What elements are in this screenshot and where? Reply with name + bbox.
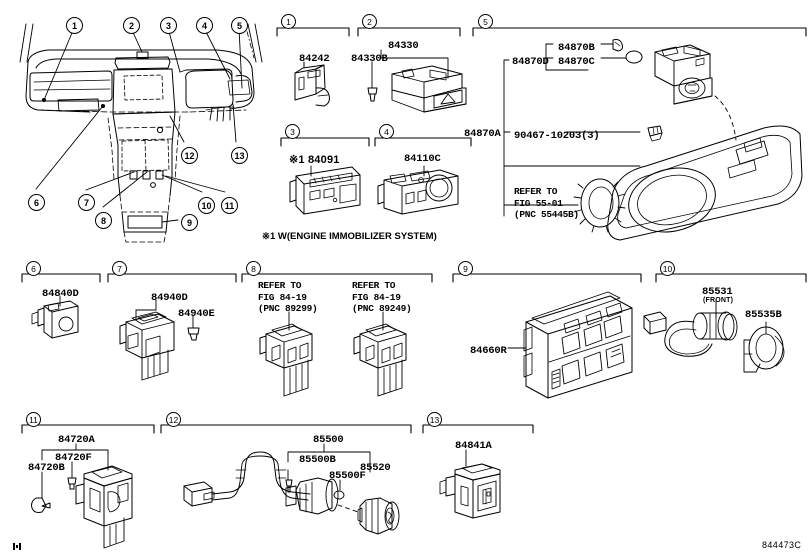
part-85531-illustration [643,299,785,373]
callout-number-10: 10 [198,197,215,214]
part-number-184091: ※1 84091 [289,154,340,166]
callout-number-13: 13 [231,147,248,164]
footnote-immobilizer: ※1 W(ENGINE IMMOBILIZER SYSTEM) [262,231,437,242]
refer-to-line: REFER TO [258,280,302,291]
section-number-8: 8 [246,261,261,276]
callout-number-5: 5 [231,17,248,34]
part-number-85500B: 85500B [299,454,336,466]
section-number-10: 10 [660,261,675,276]
section-number-9: 9 [458,261,473,276]
callout-number-8: 8 [95,212,112,229]
part-85500-illustration [183,443,400,535]
part-number-84330: 84330 [388,40,419,52]
callout-number-3: 3 [160,17,177,34]
callout-leaders [35,27,243,223]
part-84840D-illustration [31,295,79,339]
part-number-84940E: 84940E [178,308,215,320]
dashboard-illustration [19,19,263,243]
callout-number-1: 1 [66,17,83,34]
section-number-1: 1 [281,14,296,29]
part-number-85500F: 85500F [329,470,366,482]
section-number-13: 13 [427,412,442,427]
refer-to-line: (PNC 55445B) [514,209,579,220]
part-number-85531: 85531 [702,286,733,298]
section-number-12: 12 [166,412,181,427]
part-84330-illustration [367,49,467,113]
part-number-84840D: 84840D [42,288,79,300]
diagram-id-footer: 844473C [762,540,802,550]
callout-number-6: 6 [28,194,45,211]
part-number-84242: 84242 [299,53,330,65]
section-number-3: 3 [285,124,300,139]
part-84091-illustration [289,165,361,215]
section-number-5: 5 [478,14,493,29]
part-84720-illustration [31,443,133,549]
callout-number-11: 11 [221,197,238,214]
part-number-84720A: 84720A [58,434,95,446]
section-number-6: 6 [26,261,41,276]
callout-number-12: 12 [181,147,198,164]
part-84940D-illustration [119,299,200,381]
part-84841A-illustration [439,449,501,519]
part-84110C-illustration [377,165,459,215]
section-number-2: 2 [362,14,377,29]
part-number-85520: 85520 [360,462,391,474]
part-number-84110C: 84110C [404,153,441,165]
refer-to-line: FIG 84-19 [258,291,307,303]
refer-to-line: REFER TO [514,186,558,197]
refer-to-line: REFER TO [352,280,396,291]
corner-registration-mark [13,541,21,552]
section-number-4: 4 [379,124,394,139]
refer-to-line: (PNC 89299) [258,303,318,314]
relay-right-illustration [353,311,407,397]
part-number-FRONT: (FRONT) [703,297,734,304]
part-84660R-illustration [507,291,633,399]
section-5-illustration [503,39,803,241]
section-number-7: 7 [112,261,127,276]
callout-number-2: 2 [123,17,140,34]
refer-to-line: FIG 84-19 [352,291,401,303]
refer-to-line: FIG 55-01 [514,197,563,209]
part-number-84870D: 84870D [512,56,549,68]
callout-number-9: 9 [181,214,198,231]
part-84242-illustration [294,61,330,107]
callout-number-7: 7 [78,194,95,211]
part-number-84870B: 84870B [558,42,595,54]
section-brackets [21,27,807,434]
part-number-84330B: 84330B [351,53,388,65]
part-number-90467102033: 90467-10203(3) [514,130,600,142]
relay-left-illustration [259,311,313,397]
part-number-85500: 85500 [313,434,344,446]
part-number-84870A: 84870A [464,128,501,140]
part-number-84660R: 84660R [470,345,507,357]
refer-to-line: (PNC 89249) [352,303,412,314]
part-number-84720B: 84720B [28,462,65,474]
section-number-11: 11 [26,412,41,427]
part-number-84720F: 84720F [55,452,92,464]
part-number-84940D: 84940D [151,292,188,304]
part-number-85535B: 85535B [745,309,782,321]
part-number-84870C: 84870C [558,56,595,68]
callout-number-4: 4 [196,17,213,34]
part-number-84841A: 84841A [455,440,492,452]
